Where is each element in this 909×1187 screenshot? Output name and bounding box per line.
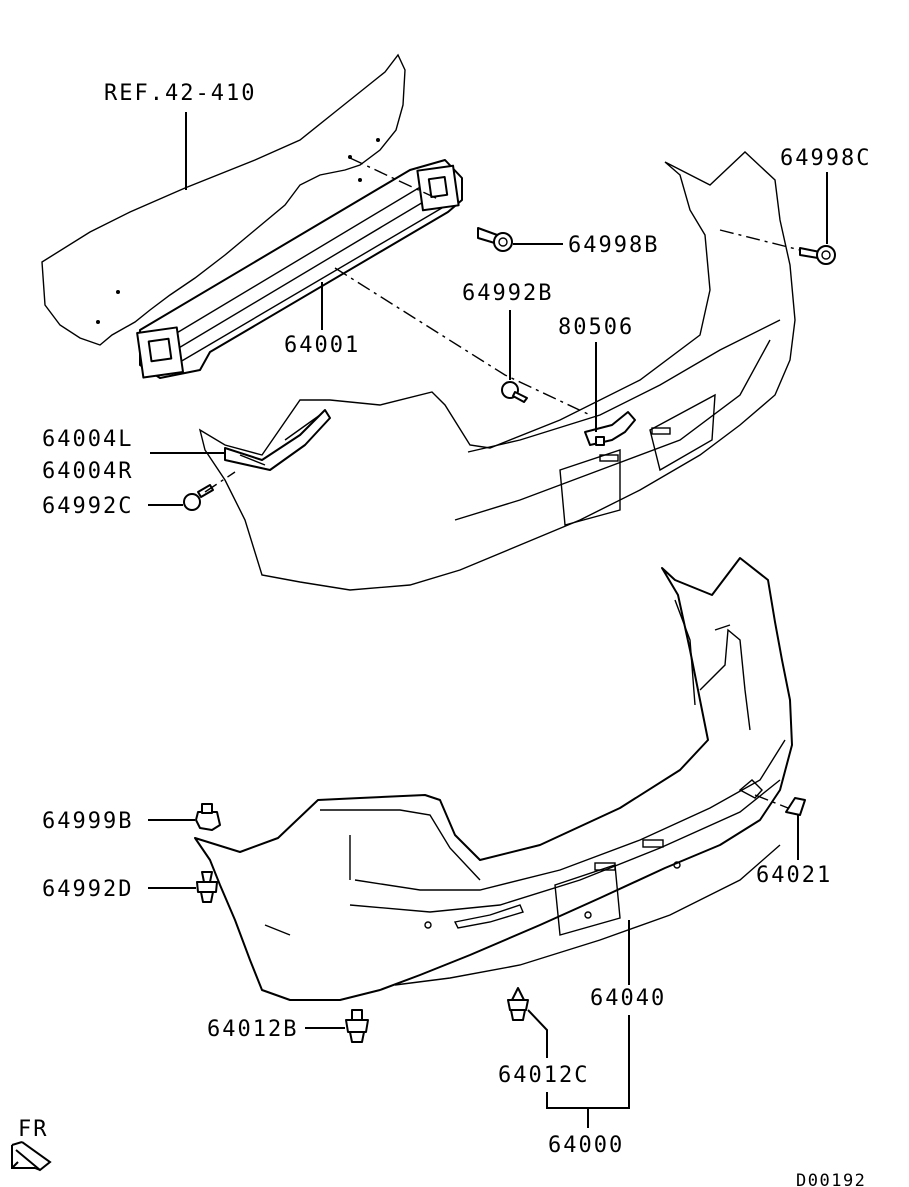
- label-64992D: 64992D: [42, 877, 133, 902]
- ref-label: REF.42-410: [104, 81, 256, 106]
- spacer-64004: [224, 409, 331, 471]
- label-64040: 64040: [590, 986, 666, 1011]
- label-64012B: 64012B: [207, 1017, 298, 1042]
- front-direction-arrow-icon: [11, 1141, 52, 1172]
- clip-64021: [785, 797, 806, 816]
- label-64998B: 64998B: [568, 233, 659, 258]
- label-64004R: 64004R: [42, 459, 133, 484]
- nut-64999B: [195, 803, 221, 831]
- fr-label: FR: [18, 1117, 49, 1142]
- label-64004L: 64004L: [42, 427, 133, 452]
- bolt-64998C: [799, 245, 836, 265]
- label-64998C: 64998C: [780, 146, 871, 171]
- clip-64012B: [345, 1009, 369, 1043]
- label-64000: 64000: [548, 1133, 624, 1158]
- body-panel-ref: [41, 53, 406, 346]
- label-64992C: 64992C: [42, 494, 133, 519]
- bumper-reinforcement-beam: [136, 159, 463, 379]
- rear-bumper-cover: [194, 557, 793, 1001]
- bolt-64998B: [477, 227, 513, 252]
- label-64012C: 64012C: [498, 1063, 589, 1088]
- clip-64992D: [196, 871, 218, 903]
- clip-64012C: [507, 987, 529, 1021]
- label-64021: 64021: [756, 863, 832, 888]
- rear-body-outline: [198, 151, 796, 591]
- label-64001: 64001: [284, 333, 360, 358]
- label-64999B: 64999B: [42, 809, 133, 834]
- diagram-id: D00192: [796, 1171, 866, 1187]
- bracket-80506: [584, 411, 636, 446]
- screw-64992B: [501, 381, 528, 403]
- label-64992B: 64992B: [462, 281, 553, 306]
- label-80506: 80506: [558, 315, 634, 340]
